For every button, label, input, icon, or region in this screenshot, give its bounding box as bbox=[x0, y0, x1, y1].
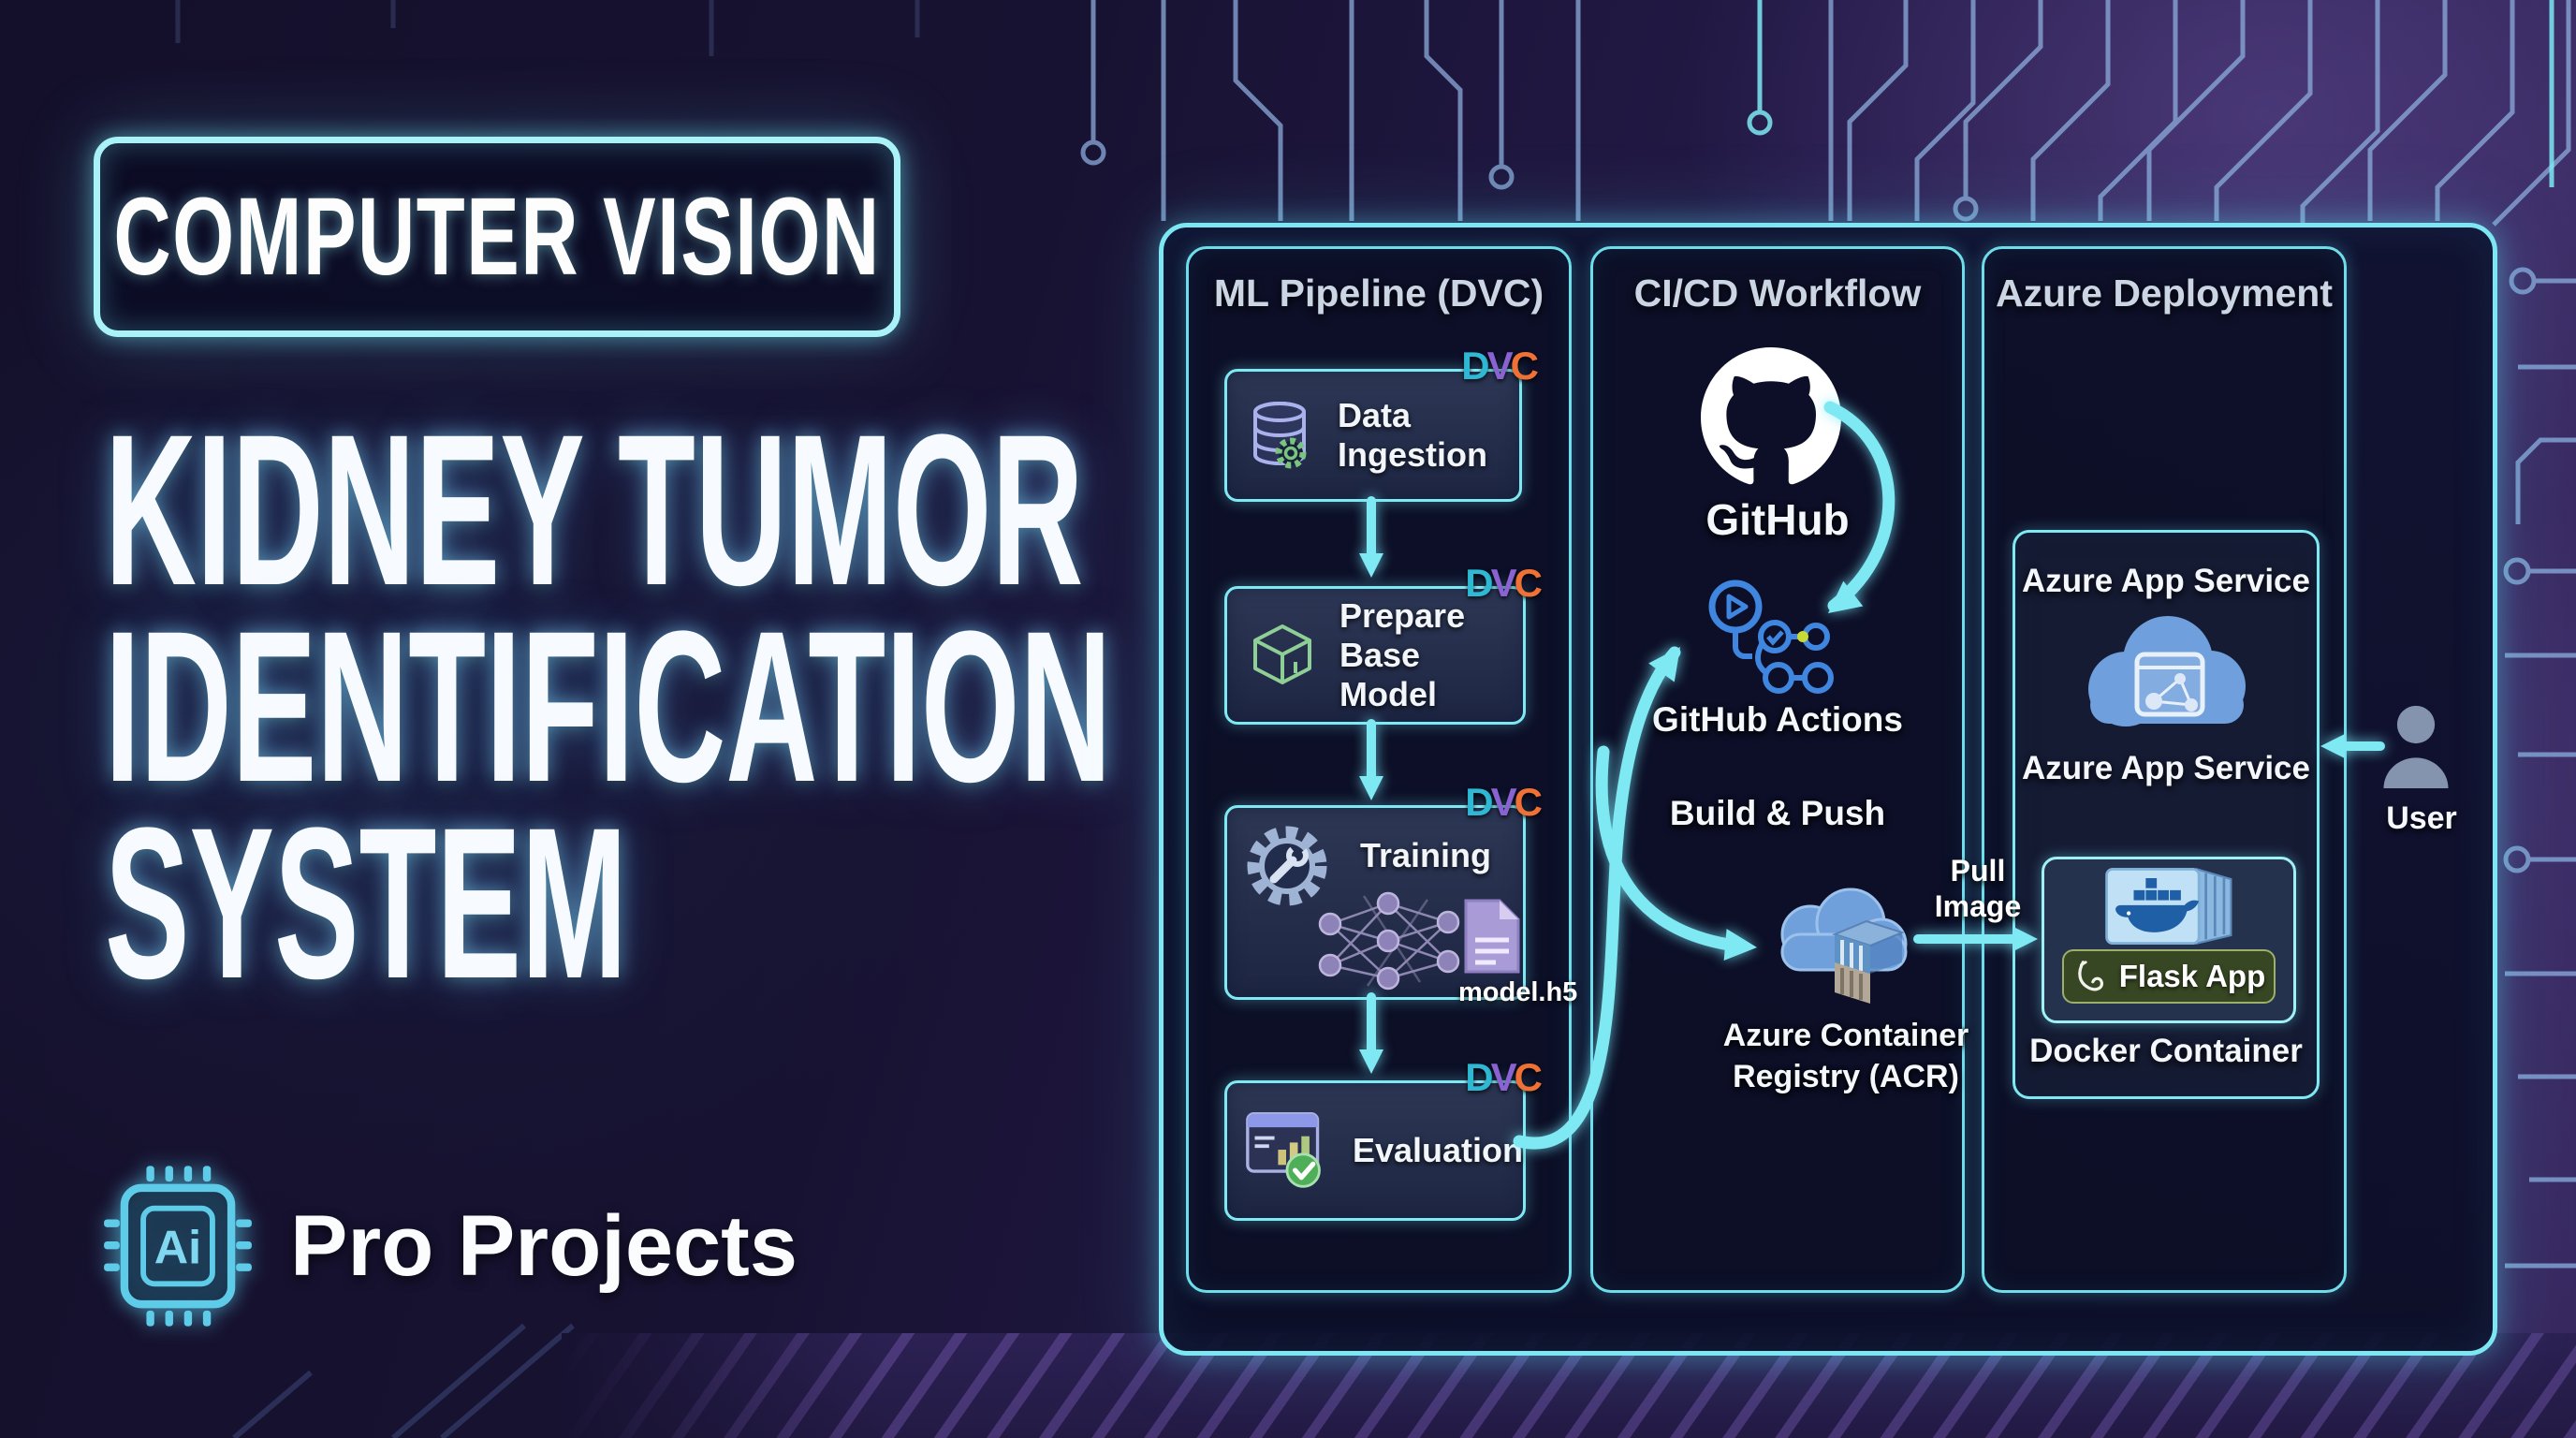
user-block: User bbox=[2373, 697, 2470, 837]
acr-label: Azure Container Registry (ACR) bbox=[1722, 1018, 1969, 1095]
acr-cloud-icon bbox=[1780, 888, 1908, 1004]
title-line-1: KIDNEY TUMOR bbox=[105, 389, 1084, 630]
gear-wrench-icon bbox=[1247, 826, 1327, 906]
user-icon bbox=[2383, 705, 2449, 788]
ml-pipeline-panel: ML Pipeline (DVC) DVC Data Ingestion DVC bbox=[1186, 246, 1578, 1293]
model-file-label: model.h5 bbox=[1458, 977, 1578, 1007]
dvc-logo: DVC bbox=[1465, 1055, 1543, 1099]
evaluation-report-icon bbox=[1246, 1112, 1321, 1188]
package-icon bbox=[1253, 624, 1311, 684]
title-line-3: SYSTEM bbox=[105, 783, 627, 1023]
cicd-panel: CI/CD Workflow GitHub bbox=[1590, 246, 1969, 1293]
azure-header: Azure Deployment bbox=[1996, 271, 2333, 315]
azure-panel: Azure Deployment Azure App Service Azure… bbox=[1982, 246, 2347, 1293]
build-push-label: Build & Push bbox=[1669, 794, 1886, 832]
title-line-2: IDENTIFICATION bbox=[105, 586, 1112, 827]
data-ingestion-label: Data Ingestion bbox=[1338, 396, 1487, 474]
dvc-logo: DVC bbox=[1465, 780, 1543, 824]
main-title: KIDNEY TUMOR IDENTIFICATION SYSTEM bbox=[105, 389, 1811, 1023]
category-badge-label: COMPUTER VISION bbox=[113, 175, 881, 299]
prepare-base-model-node: DVC Prepare Base Model bbox=[1224, 561, 1543, 725]
app-service-box-title: Azure App Service bbox=[2022, 563, 2310, 599]
chip-ai-label: Ai bbox=[154, 1220, 201, 1273]
neural-network-icon bbox=[1318, 891, 1460, 990]
app-service-cloud-icon bbox=[2088, 616, 2246, 726]
cicd-header: CI/CD Workflow bbox=[1633, 271, 1922, 315]
evaluation-node: DVC Evaluation bbox=[1224, 1055, 1543, 1221]
docker-container-box: Flask App bbox=[2042, 857, 2296, 1023]
brand-logo: Ai Pro Projects bbox=[99, 1163, 798, 1329]
ai-chip-icon: Ai bbox=[104, 1166, 252, 1327]
dvc-logo: DVC bbox=[1461, 344, 1539, 388]
dvc-logo: DVC bbox=[1465, 561, 1543, 605]
user-label: User bbox=[2386, 800, 2457, 836]
pull-image-label: Pull Image bbox=[1934, 854, 2022, 924]
brand-name: Pro Projects bbox=[290, 1197, 798, 1294]
prepare-base-model-label: Prepare Base Model bbox=[1339, 596, 1466, 713]
category-badge: COMPUTER VISION bbox=[94, 137, 900, 337]
docker-container-label: Docker Container bbox=[2029, 1033, 2303, 1069]
flask-icon bbox=[2078, 961, 2103, 991]
model-file-icon bbox=[1464, 899, 1520, 974]
app-service-label: Azure App Service bbox=[2022, 750, 2310, 786]
architecture-diagram: ML Pipeline (DVC) DVC Data Ingestion DVC bbox=[1159, 223, 2497, 1356]
docker-icon bbox=[2105, 867, 2232, 945]
app-service-box: Azure App Service Azure App Service bbox=[2012, 530, 2320, 1099]
flask-app-pill: Flask App bbox=[2062, 949, 2276, 1004]
training-label: Training bbox=[1360, 836, 1492, 874]
database-icon bbox=[1253, 402, 1307, 469]
github-icon bbox=[1701, 347, 1841, 485]
model-artifact: model.h5 bbox=[1458, 897, 1578, 1008]
flask-app-label: Flask App bbox=[2118, 959, 2266, 993]
github-actions-label: GitHub Actions bbox=[1652, 700, 1903, 739]
github-label: GitHub bbox=[1705, 495, 1850, 544]
evaluation-label: Evaluation bbox=[1352, 1131, 1523, 1170]
ml-pipeline-header: ML Pipeline (DVC) bbox=[1213, 271, 1544, 315]
github-actions-icon bbox=[1708, 580, 1834, 694]
data-ingestion-node: DVC Data Ingestion bbox=[1224, 344, 1539, 502]
